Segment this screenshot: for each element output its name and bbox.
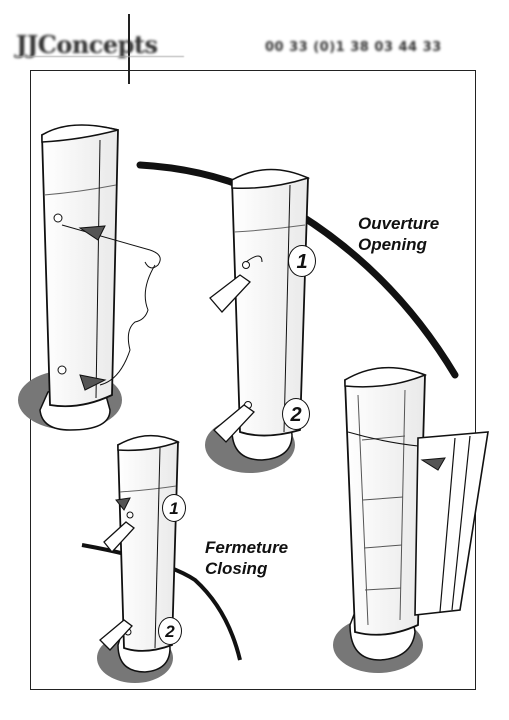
illustration-frame <box>30 70 476 690</box>
logo-underline <box>14 56 184 57</box>
caption-opening: Ouverture Opening <box>358 213 439 255</box>
step-1-badge-closing: 1 <box>162 494 186 522</box>
caption-closing-fr: Fermeture <box>205 538 289 557</box>
caption-opening-en: Opening <box>358 235 427 254</box>
caption-closing-en: Closing <box>205 559 268 578</box>
step-2-badge-closing: 2 <box>158 617 182 645</box>
stand-top-middle <box>205 168 311 473</box>
caption-opening-fr: Ouverture <box>358 214 440 233</box>
brand-logo: JJConcepts <box>16 30 158 59</box>
stand-top-left <box>18 124 161 431</box>
phone-number: 00 33 (0)1 38 03 44 33 <box>265 40 442 55</box>
logo-divider <box>128 14 130 84</box>
step-1-badge-opening: 1 <box>288 245 316 277</box>
step-2-badge-opening: 2 <box>282 398 310 430</box>
stand-bottom-right <box>333 366 489 673</box>
header: JJConcepts 00 33 (0)1 38 03 44 33 <box>0 0 509 84</box>
stand-bottom-left <box>97 434 180 683</box>
caption-closing: Fermeture Closing <box>205 537 288 579</box>
